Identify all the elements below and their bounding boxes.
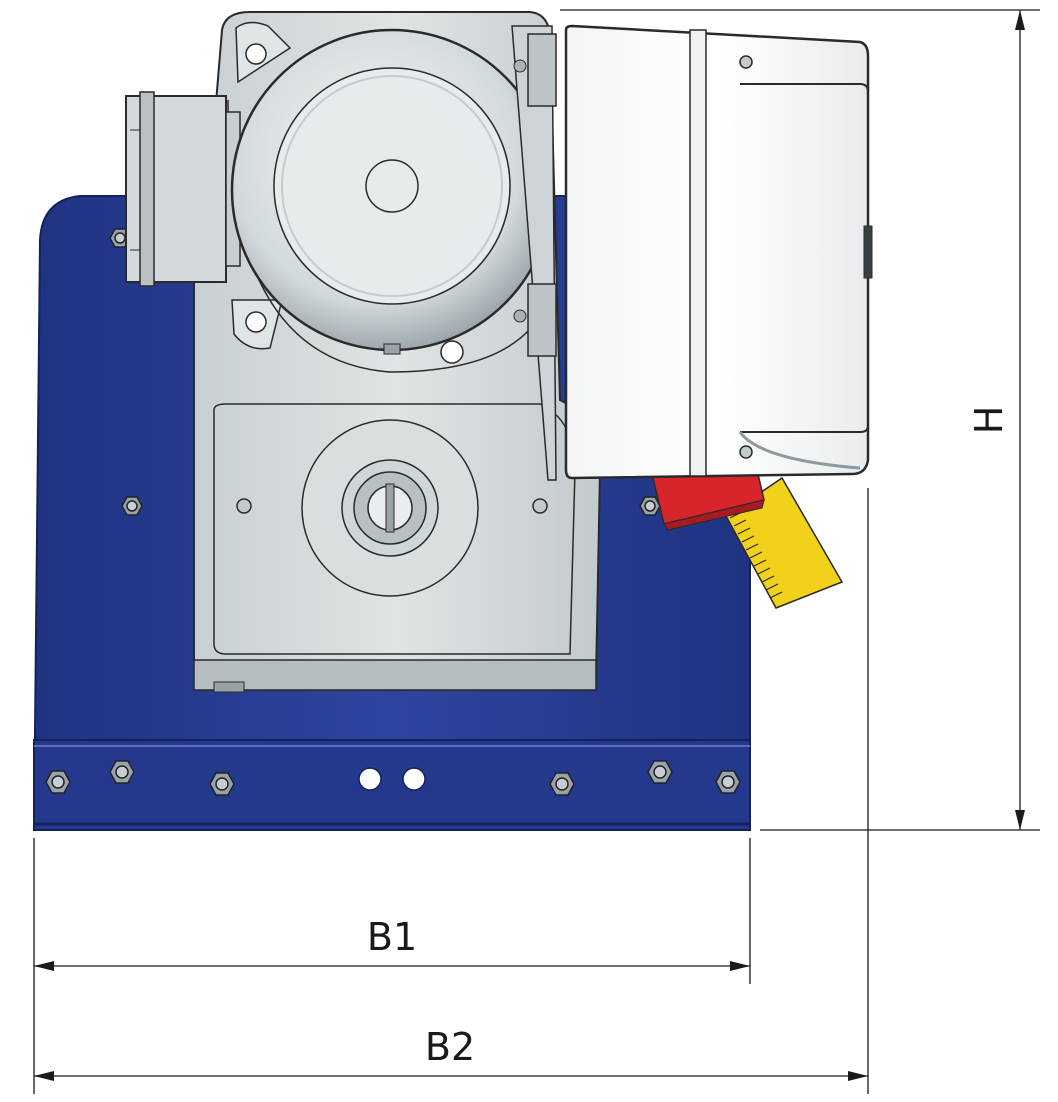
dimension-h-label: H (967, 406, 1011, 435)
box-screw (739, 55, 753, 69)
dimension-b1: B1 (34, 915, 750, 971)
box-screw (739, 445, 753, 459)
plate-hole (402, 767, 426, 791)
bolt-nut (121, 496, 143, 516)
bolt-nut (549, 772, 575, 796)
dimension-b2-label: B2 (425, 1025, 475, 1069)
electric-motor (230, 28, 554, 355)
motor-shaft-center (365, 159, 419, 213)
dimension-b2: B2 (34, 1025, 868, 1081)
rack-gear (725, 476, 844, 609)
bolt-nut (639, 496, 661, 516)
housing-screw (532, 498, 548, 514)
base-plate-bolts (45, 228, 741, 796)
bolt-nut (647, 760, 673, 784)
bolt-nut (45, 770, 71, 794)
dimension-lines (33, 9, 1040, 1094)
dimension-h: H (967, 10, 1025, 830)
motor-terminal-box (125, 91, 241, 287)
bolt-nut (209, 772, 235, 796)
bolt-nut (109, 760, 135, 784)
emergency-release-handle (651, 473, 765, 531)
motor-flange (227, 21, 549, 373)
mounting-bracket (511, 25, 557, 481)
control-box (564, 24, 873, 480)
dimension-b1-label: B1 (367, 915, 417, 959)
housing-screw (236, 498, 252, 514)
plate-hole (358, 767, 382, 791)
bolt-nut (715, 770, 741, 794)
